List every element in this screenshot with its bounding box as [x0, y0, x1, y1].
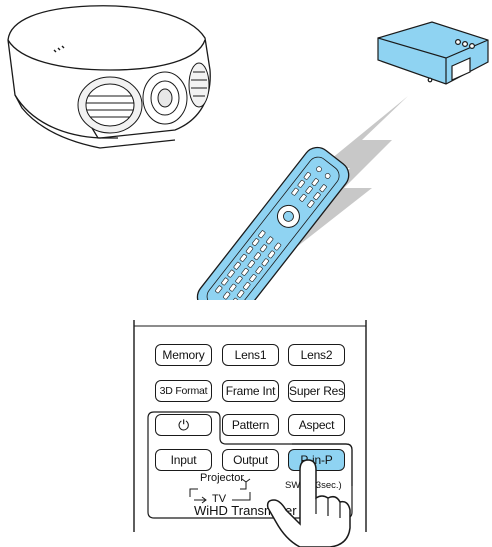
pointing-hand-icon — [0, 0, 492, 547]
illustration: Memory Lens1 Lens2 3D Format Frame Int S… — [0, 0, 492, 547]
